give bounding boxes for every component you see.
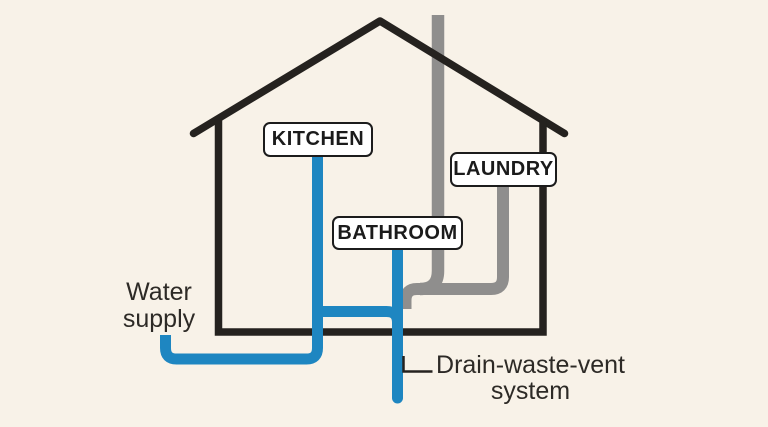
kitchen-label-text: KITCHEN [271,128,365,150]
laundry-drain-pipe [399,184,509,309]
bathroom-branch-pipe [317,306,403,327]
bathroom-label-text: BATHROOM [337,221,458,244]
water-supply-annotation: Water supply [122,278,196,333]
laundry-label-text: LAUNDRY [453,158,554,180]
drain-waste-vent-annotation: Drain-waste-vent system [436,351,625,405]
vent-stack-pipe [419,15,445,296]
bathroom-label: BATHROOM [332,216,463,250]
laundry-label: LAUNDRY [450,152,557,187]
drain-label-leader-line [402,356,433,373]
kitchen-label: KITCHEN [263,122,373,157]
roof-outline [189,17,569,138]
water-supply-pipe [160,155,323,365]
walls-and-floor-outline [214,120,547,336]
